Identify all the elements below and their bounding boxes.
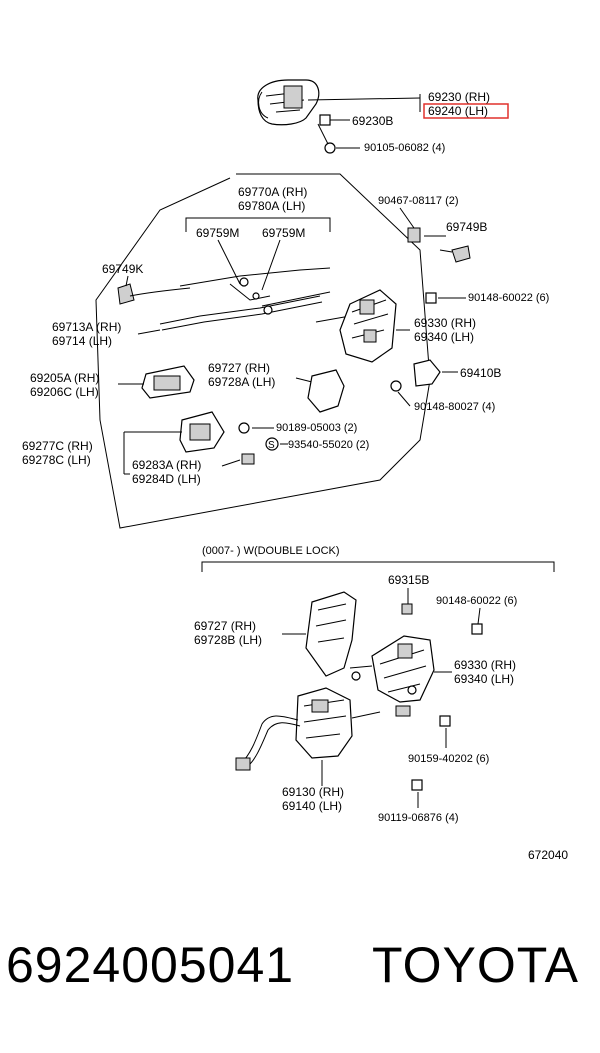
label-69315b: 69315B [388, 573, 429, 587]
label-69780a: 69780A (LH) [238, 199, 305, 213]
label-69205a: 69205A (RH) [30, 371, 99, 385]
label-69727-top: 69727 (RH) [208, 361, 270, 375]
leader-lines-handle [307, 94, 421, 154]
label-69759m-2: 69759M [262, 226, 305, 240]
s-mark: S [268, 440, 275, 451]
inside-handle-bezel [179, 411, 225, 453]
label-90105: 90105-06082 (4) [364, 142, 445, 154]
label-69713a: 69713A (RH) [52, 320, 121, 334]
label-69714: 69714 (LH) [52, 334, 112, 348]
label-69130: 69130 (RH) [282, 785, 344, 799]
clip-90467 [407, 227, 421, 243]
label-69330-bot: 69330 (RH) [454, 658, 516, 672]
section-bracket [201, 561, 555, 572]
lock-cover-69727 [307, 369, 345, 413]
label-69206c: 69206C (LH) [30, 385, 99, 399]
label-69278c: 69278C (LH) [22, 453, 91, 467]
label-90148-60022-bot: 90148-60022 (6) [436, 595, 517, 607]
label-90159: 90159-40202 (6) [408, 753, 489, 765]
clip-69749b [451, 245, 471, 263]
diagram-id: 672040 [528, 848, 568, 862]
leader-69759m [217, 239, 281, 291]
bolt-69315b [401, 603, 413, 615]
label-93540: 93540-55020 (2) [288, 439, 369, 451]
label-69727-bot: 69727 (RH) [194, 619, 256, 633]
brand-name: TOYOTA [372, 937, 579, 993]
section-note: (0007- ) W(DOUBLE LOCK) [202, 545, 340, 557]
label-69340-top: 69340 (LH) [414, 330, 474, 344]
bolt-90119 [411, 779, 423, 791]
label-69277c: 69277C (RH) [22, 439, 93, 453]
highlight-box [423, 103, 509, 119]
label-69284d: 69284D (LH) [132, 472, 201, 486]
label-69230-rh: 69230 (RH) [428, 90, 490, 104]
bolt-90159 [439, 715, 451, 727]
label-90148-80027: 90148-80027 (4) [414, 401, 495, 413]
label-69749k: 69749K [102, 262, 143, 276]
door-lock-assembly-top [339, 289, 410, 363]
label-69728b: 69728B (LH) [194, 633, 262, 647]
label-69140: 69140 (LH) [282, 799, 342, 813]
lock-cover-bottom [305, 591, 357, 677]
clip-90189 [238, 422, 250, 434]
label-69770a: 69770A (RH) [238, 185, 307, 199]
clip-69283a [241, 453, 255, 465]
label-69283a: 69283A (RH) [132, 458, 201, 472]
clip-69749k [117, 283, 135, 305]
label-69410b: 69410B [460, 366, 501, 380]
lock-actuator-69130 [235, 687, 381, 771]
label-90119: 90119-06876 (4) [378, 812, 459, 824]
label-90189: 90189-05003 (2) [276, 422, 357, 434]
outside-door-handle [257, 79, 320, 126]
group-bracket-69770a [185, 217, 331, 232]
door-panel-outline [95, 173, 431, 529]
door-lock-assembly-bottom [349, 635, 435, 703]
lock-rods [129, 267, 351, 331]
label-90467: 90467-08117 (2) [378, 195, 459, 207]
label-69330-top: 69330 (RH) [414, 316, 476, 330]
label-69230b: 69230B [352, 114, 393, 128]
bolt-90148-top [425, 292, 437, 304]
s-mark-circle [265, 437, 279, 451]
striker-69410b [413, 359, 441, 387]
part-number: 6924005041 [6, 937, 295, 993]
bolt-90148-bot [471, 623, 483, 635]
label-69240-lh: 69240 (LH) [428, 104, 488, 118]
label-69340-bot: 69340 (LH) [454, 672, 514, 686]
label-90148-60022-top: 90148-60022 (6) [468, 292, 549, 304]
label-69749b: 69749B [446, 220, 487, 234]
inside-handle-69205a [141, 365, 195, 399]
label-69759m-1: 69759M [196, 226, 239, 240]
label-69728a: 69728A (LH) [208, 375, 275, 389]
